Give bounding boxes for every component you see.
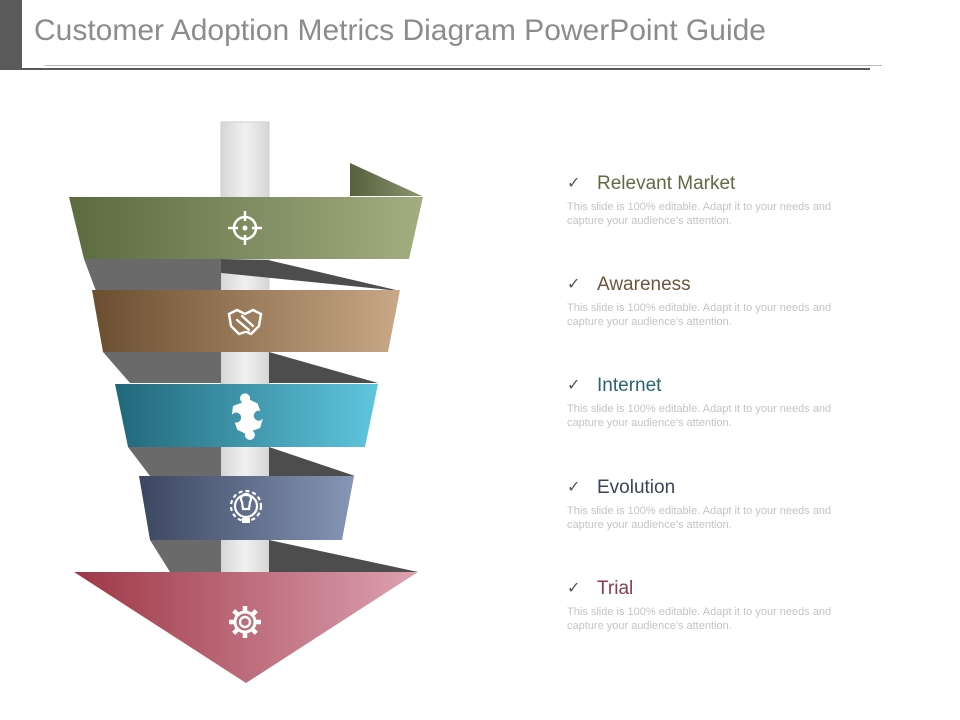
- title-accent-bar: [0, 0, 22, 70]
- stage-label: Internet: [597, 375, 662, 396]
- stage-label: Relevant Market: [597, 173, 736, 194]
- lightbulb-gear-icon: [229, 489, 263, 523]
- stage-description: This slide is 100% editable. Adapt it to…: [567, 505, 832, 531]
- fold-2: [103, 352, 221, 383]
- stage-description: This slide is 100% editable. Adapt it to…: [567, 201, 832, 227]
- gear-icon: [229, 606, 261, 638]
- target-icon: [228, 211, 262, 245]
- fold-1-left: [84, 259, 221, 291]
- title-divider: [45, 65, 882, 66]
- stage-description: This slide is 100% editable. Adapt it to…: [567, 302, 832, 328]
- fold-3: [128, 447, 221, 476]
- check-icon: ✓: [567, 175, 581, 192]
- check-icon: ✓: [567, 580, 581, 597]
- stage-label: Evolution: [597, 477, 676, 498]
- puzzle-icon: [231, 393, 264, 440]
- check-icon: ✓: [567, 377, 581, 394]
- stage-description: This slide is 100% editable. Adapt it to…: [567, 606, 832, 632]
- stage-label: Awareness: [597, 274, 691, 295]
- banner-1-tail: [350, 163, 422, 196]
- stage-description: This slide is 100% editable. Adapt it to…: [567, 403, 832, 429]
- fold-3-right: [269, 447, 355, 476]
- fold-4: [150, 540, 221, 572]
- stage-label: Trial: [597, 578, 634, 599]
- fold-2-right: [269, 352, 378, 383]
- title-underline: [22, 68, 870, 70]
- check-icon: ✓: [567, 276, 581, 293]
- check-icon: ✓: [567, 479, 581, 496]
- handshake-icon: [227, 308, 263, 336]
- fold-4-right: [269, 540, 418, 572]
- page-title: Customer Adoption Metrics Diagram PowerP…: [34, 14, 766, 47]
